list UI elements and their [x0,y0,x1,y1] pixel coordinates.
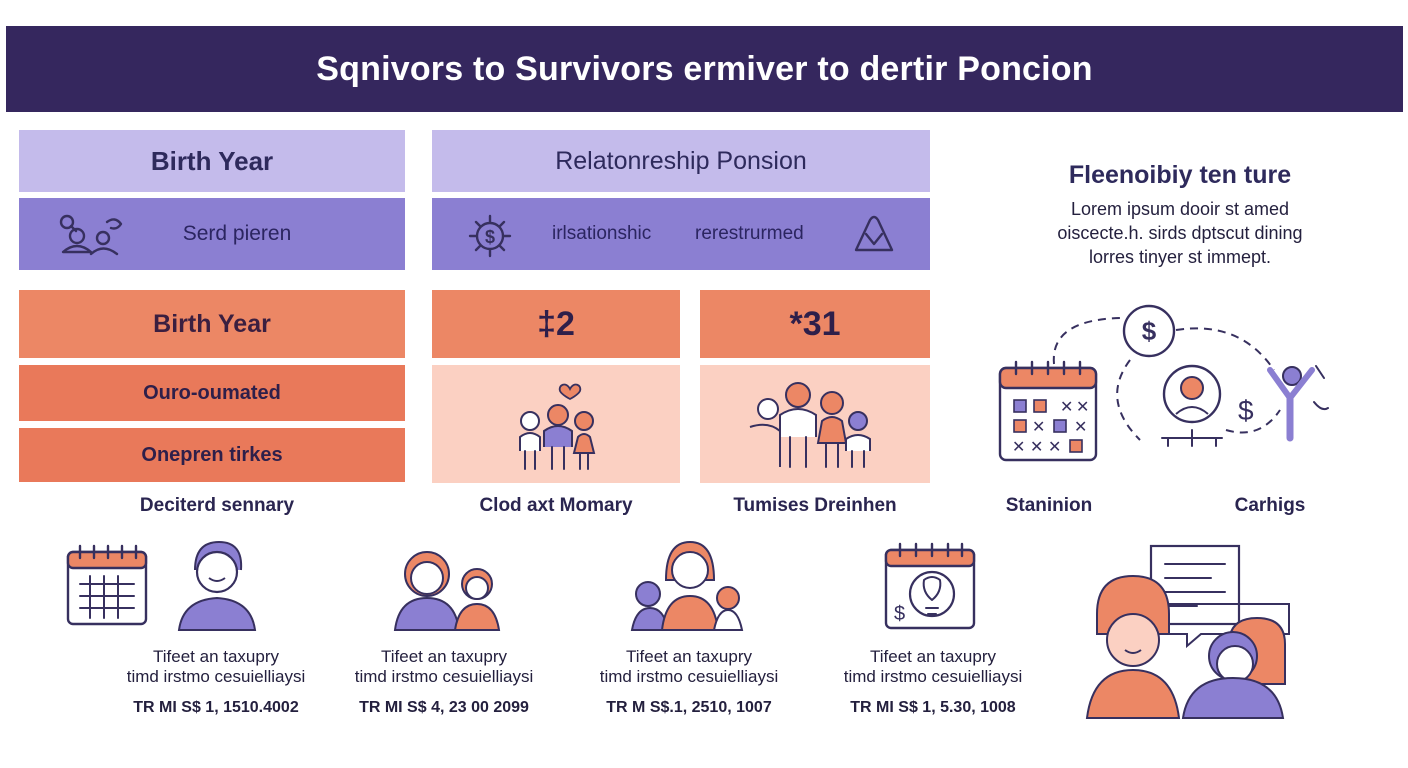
svg-text:$: $ [485,227,495,247]
bottom-block-1: Tifeet an taxupry timd irstmo cesuiellia… [126,647,306,686]
card2-caption: Tumises Dreinhen [733,495,897,516]
relationship-text-b: rerestrurmed [695,223,804,244]
svg-text:$: $ [894,603,905,625]
relationship-row: $ irlsationshic rerestrurmed [432,198,930,270]
people-search-icon [59,214,123,256]
dollar-gear-icon: $ [468,214,512,258]
page-title: Sqnivors to Survivors ermiver to dertir … [316,49,1093,88]
bottom-amount-2: TR MI S$ 4, 23 00 2099 [359,699,529,716]
bottom-amount-3: TR M S$.1, 2510, 1007 [606,699,772,716]
svg-text:✕: ✕ [1060,397,1073,416]
celebrate-person-icon: $ [1238,365,1329,442]
calendar-grid-icon: ✕ ✕ ✕ ✕ ✕ ✕ ✕ [998,360,1098,462]
tent-icon [854,215,894,252]
serd-pieren-row: Serd pieren [19,198,405,270]
svg-text:$: $ [1142,316,1157,346]
bottom-amount-1: TR MI S$ 1, 1510.4002 [133,699,299,716]
relationship-pension-header: Relatonreship Ponsion [432,130,930,192]
staninion-caption: Staninion [1005,495,1093,516]
relationship-text-a: irlsationshic [552,223,652,244]
family-card-2 [700,365,930,483]
card2-value-box: *31 [700,290,930,358]
bottom-amount-4: TR MI S$ 1, 5.30, 1008 [850,699,1016,716]
person-avatar-icon [177,540,257,631]
birth-year-coral-header: Birth Year [19,290,405,358]
onepren-tirkes-row: Onepren tirkes [19,428,405,482]
flexibility-description: Lorem ipsum dooir st amed oiscecte.h. si… [1057,199,1303,267]
title-bar: Sqnivors to Survivors ermiver to dertir … [6,26,1403,112]
svg-text:✕: ✕ [1074,417,1087,436]
svg-text:✕: ✕ [1048,437,1061,456]
mother-children-icon [630,540,744,631]
bottom-block-4: Tifeet an taxupry timd irstmo cesuiellia… [843,647,1023,686]
deciterd-sennary-caption: Deciterd sennary [139,495,295,516]
flexibility-flow-diagram [1052,317,1281,441]
svg-text:✕: ✕ [1030,437,1043,456]
person-portrait-icon [1161,364,1223,447]
birth-year-header: Birth Year [19,130,405,192]
svg-text:✕: ✕ [1012,437,1025,456]
calendar-icon [66,544,148,626]
svg-text:✕: ✕ [1076,397,1089,416]
flexibility-title: Fleenoibiy ten ture [1068,161,1292,189]
card1-caption: Clod axt Momary [479,495,633,516]
bottom-block-2: Tifeet an taxupry timd irstmo cesuiellia… [354,647,534,686]
calendar-bulb-icon: $ [884,542,976,630]
parent-child-icon [393,551,501,631]
family-group-icon [749,382,871,468]
consultation-icon [1085,544,1290,719]
carhigs-caption: Carhigs [1234,495,1306,516]
bottom-block-3: Tifeet an taxupry timd irstmo cesuiellia… [599,647,779,686]
family-heart-icon [519,383,596,470]
svg-text:✕: ✕ [1032,417,1045,436]
family-card-1 [432,365,680,483]
card1-value-box: ‡2 [432,290,680,358]
serd-pieren-text: Serd pieren [182,222,292,245]
svg-text:$: $ [1238,395,1254,426]
ouro-oumated-row: Ouro-oumated [19,365,405,421]
dollar-coin-icon: $ [1122,304,1176,358]
